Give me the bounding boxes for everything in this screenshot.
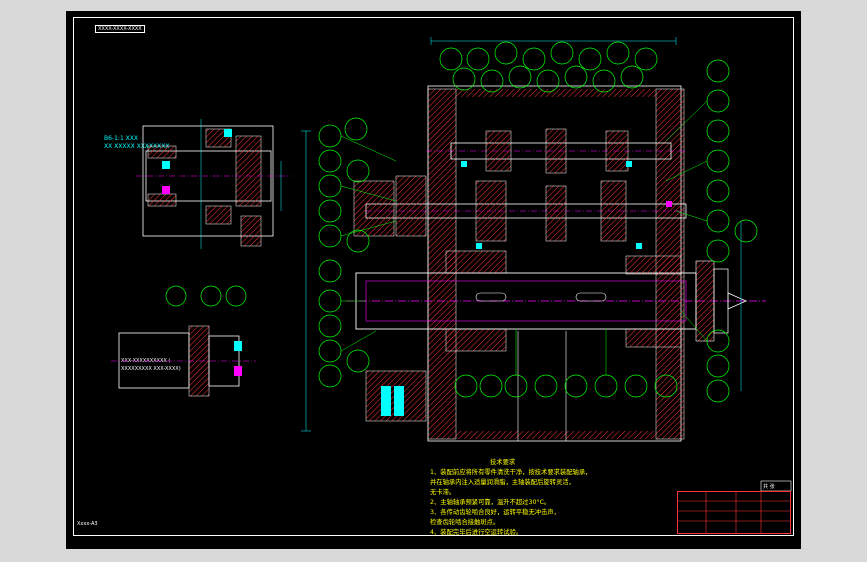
note-line-3: 无卡滞。 <box>430 489 456 496</box>
note-line-2: 并在轴承内注入适量润滑脂，主轴装配后旋转灵活， <box>430 479 575 486</box>
notes-heading: 技术要求 <box>490 459 516 466</box>
dimension-lines <box>301 37 742 432</box>
motor-label-2: XXXXXXXXX XXX-XXXX) <box>121 366 181 372</box>
title-block <box>677 491 791 534</box>
note-line-4: 2、主轴轴承预紧可靠，温升不超过30°C。 <box>430 499 551 506</box>
drawing-code-bottom: Xxxx-A3 <box>77 521 98 527</box>
note-line-6: 检查齿轮啮合接触斑点。 <box>430 519 500 526</box>
headstock-assembly <box>346 85 766 442</box>
note-line-5: 3、各传动齿轮啮合良好，运转平稳无冲击声， <box>430 509 560 516</box>
title-block-sheet-label: 共 张 <box>763 484 775 490</box>
callout-leaders <box>340 100 708 375</box>
part-callouts <box>165 41 758 403</box>
drawing-code-top: XXXX-XXXX-XXXX <box>95 25 145 33</box>
motor-view <box>111 325 256 397</box>
detail-view-label: B6-1:1 XXX <box>104 135 138 142</box>
title-block-lines <box>677 480 792 534</box>
cad-drawing-canvas: XXXX-XXXX-XXXX Xxxx-A3 B6-1:1 XXX XX XXX… <box>66 11 801 549</box>
cad-geometry <box>111 37 792 534</box>
note-line-1: 1、装配前应将所有零件清洗干净，按技术要求装配轴承， <box>430 469 592 476</box>
drawing-border <box>73 17 794 536</box>
detail-section-view <box>136 119 291 249</box>
note-line-7: 4、装配完毕后进行空运转试验。 <box>430 529 523 536</box>
detail-view-sublabel: XX XXXXX XXXXXXXX <box>104 143 170 150</box>
technical-notes: 技术要求 1、装配前应将所有零件清洗干净，按技术要求装配轴承， 并在轴承内注入适… <box>430 458 670 538</box>
